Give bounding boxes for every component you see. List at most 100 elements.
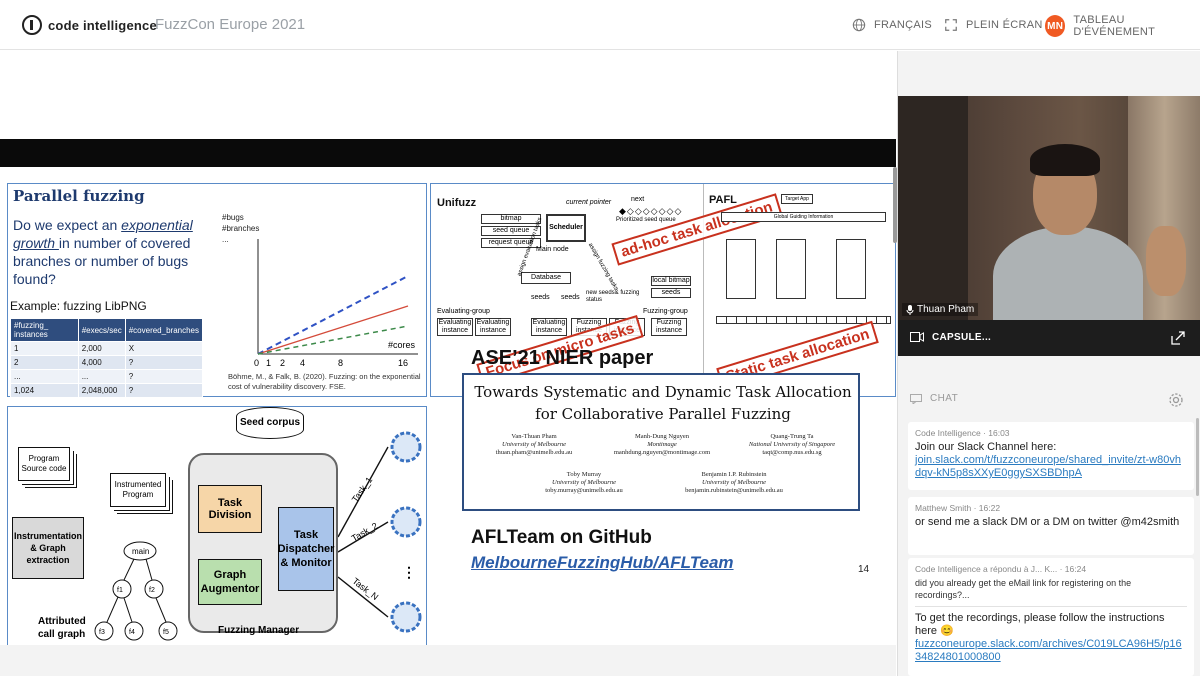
pafl-label: PAFL [709,194,737,206]
seeds-label: seeds [561,294,580,301]
new-seeds-label: new seeds& fuzzing status [586,290,640,303]
fuzzing-instance-box: Fuzzing instance [651,318,687,336]
current-pointer-label: current pointer [566,199,612,206]
unifuzz-pafl-panel: Unifuzz PAFL bitmap seed queue request q… [430,183,896,398]
language-label: FRANÇAIS [874,19,933,31]
svg-text:f2: f2 [149,587,155,594]
svg-text:f3: f3 [99,629,105,636]
linear-series-line [257,275,409,355]
message-text: Join our Slack Channel here: [915,441,1057,453]
request-queue-box: request queue [481,238,541,248]
slide-top-bar [0,139,896,167]
slide: Parallel fuzzing Do we expect an exponen… [0,167,896,676]
paper-card: Towards Systematic and Dynamic Task Allo… [462,373,860,511]
popout-icon[interactable] [1170,330,1186,346]
graph-augmentor-box: Graph Augmentor [198,559,262,605]
brand-logo[interactable]: code intelligence [22,15,157,35]
x-tick: 4 [300,358,305,368]
instrumented-program: Instrumented Program [110,473,166,507]
svg-text:f1: f1 [117,587,123,594]
presentation-stage: Parallel fuzzing Do we expect an exponen… [0,51,897,676]
chat-icon [910,394,922,404]
growth-plot: 0 1 2 4 8 16 #cores [254,239,418,368]
afl-title: AFLTeam on GitHub [471,527,652,548]
globe-icon [852,18,866,32]
table-row: ......? [10,369,204,384]
plot-y-label: #bugs#branches... [222,213,260,244]
saturating-series-line [257,325,409,355]
next-label: next [631,196,645,203]
svg-text:f4: f4 [129,629,135,636]
evaluating-instance-box: Evaluating instance [437,318,473,336]
x-tick: 2 [280,358,285,368]
pafl-fuzzers [721,239,891,309]
target-app-box: Target App [781,194,813,204]
speaker-name-tag: Thuan Pham [902,303,979,316]
message-meta: Matthew Smith · 16:22 [915,503,1001,513]
unifuzz-label: Unifuzz [437,197,477,209]
microphone-icon [906,304,914,315]
parallel-fuzzing-panel: Parallel fuzzing Do we expect an exponen… [7,183,427,398]
chat-message: Code Intelligence a répondu à J... K... … [908,558,1194,676]
prioritized-queue-label: Prioritized seed queue [616,217,676,223]
seeds-label: seeds [531,294,550,301]
chat-scrollbar[interactable] [1196,418,1199,496]
table-header: #execs/sec [77,318,126,342]
message-text: or send me a slack DM or a DM on twitter… [915,516,1180,528]
ase-title: ASE’21 NIER paper [471,347,654,369]
fullscreen-button[interactable]: PLEIN ÉCRAN [944,18,1043,32]
table-header: #covered_branches [124,318,204,342]
attributed-call-graph-label: Attributed call graph [38,616,86,640]
capsule-label[interactable]: CAPSULE... [932,332,992,343]
svg-text:⋮: ⋮ [402,564,416,580]
top-bar: code intelligence FuzzCon Europe 2021 FR… [0,0,1200,50]
afl-github-link[interactable]: MelbourneFuzzingHub/AFLTeam [471,553,734,572]
event-board-button[interactable]: MN TABLEAU D'ÉVÉNEMENT [1045,14,1200,38]
sync-info-box: Global Guiding Information [721,212,886,222]
chat-message: Code Intelligence · 16:03 Join our Slack… [908,422,1194,490]
svg-text:f5: f5 [163,629,169,636]
fuzzing-group-label: Fuzzing-group [643,308,688,315]
instrumentation-box: Instrumentation & Graph extraction [12,517,84,579]
x-tick: 0 [254,358,259,368]
local-bitmap-box: local bitmap [651,276,691,286]
database-box: Database [521,272,571,284]
task-fan-out: Task_1 Task_2 Task_N ⋮ [338,431,422,633]
chat-message: Matthew Smith · 16:22 or send me a slack… [908,497,1194,555]
message-meta: Code Intelligence · 16:03 [915,428,1010,438]
event-board-label: TABLEAU D'ÉVÉNEMENT [1073,14,1156,38]
speaker-video[interactable]: Thuan Pham [898,96,1200,320]
x-tick: 8 [338,358,343,368]
svg-text:main: main [132,547,149,556]
message-link[interactable]: fuzzconeurope.slack.com/archives/C019LCA… [915,638,1182,663]
fuzzing-manager-label: Fuzzing Manager [218,625,300,636]
panel-divider [703,184,704,398]
pafl-queue [716,316,891,324]
svg-text:Task_2: Task_2 [350,521,380,544]
local-seeds-box: seeds [651,288,691,298]
evaluating-instance-box: Evaluating instance [475,318,511,336]
slide-footer [0,645,896,676]
gear-icon[interactable] [1168,392,1184,408]
chat-label: CHAT [930,393,959,404]
camera-icon[interactable] [910,332,924,342]
libpng-table: #fuzzing_ instances #execs/sec #covered_… [10,318,204,398]
panel-question: Do we expect an exponential growth in nu… [13,217,193,287]
avatar: MN [1045,15,1066,37]
x-tick: 1 [266,358,271,368]
message-link[interactable]: join.slack.com/t/fuzzconeurope/shared_in… [915,454,1181,479]
chat-header: CHAT [898,389,1200,411]
stage-scrollbar[interactable] [893,167,897,243]
quoted-reply: did you already get the eMail link for r… [915,577,1187,607]
logo-icon [22,15,42,35]
paper-title: Towards Systematic and Dynamic Task Allo… [474,383,852,423]
capsule-bar: CAPSULE... [898,320,1200,356]
language-button[interactable]: FRANÇAIS [852,18,932,32]
evaluating-instance-box: Evaluating instance [531,318,567,336]
